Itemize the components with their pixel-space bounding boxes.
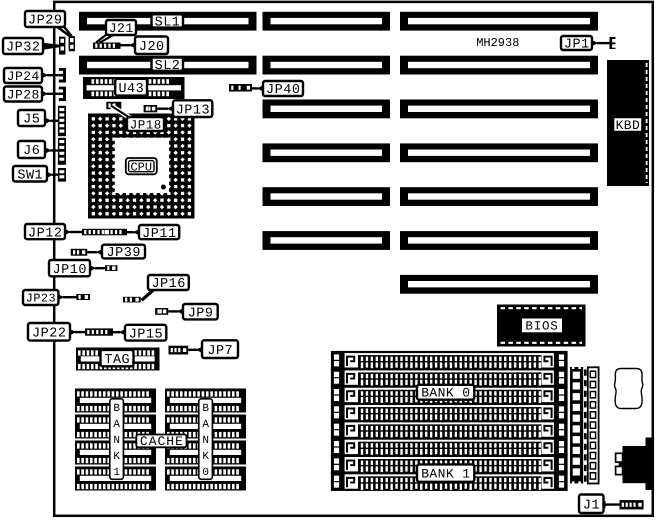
svg-text:TAG: TAG (104, 353, 130, 368)
svg-text:1: 1 (113, 467, 120, 479)
svg-text:A: A (113, 419, 120, 431)
svg-text:B: B (202, 403, 209, 415)
svg-text:JP11: JP11 (142, 227, 176, 242)
svg-text:BANK 0: BANK 0 (421, 386, 470, 401)
svg-text:J5: J5 (23, 113, 40, 128)
svg-text:J20: J20 (139, 40, 165, 55)
svg-text:JP18: JP18 (130, 118, 162, 132)
svg-text:JP28: JP28 (7, 87, 40, 102)
svg-text:K: K (113, 451, 120, 463)
svg-text:SW1: SW1 (17, 168, 43, 183)
svg-text:J6: J6 (23, 144, 40, 159)
svg-text:BIOS: BIOS (525, 320, 558, 334)
svg-text:JP7: JP7 (207, 344, 233, 359)
svg-text:JP32: JP32 (6, 41, 40, 56)
svg-text:JP9: JP9 (188, 306, 214, 321)
svg-text:BANK 1: BANK 1 (421, 467, 470, 482)
svg-text:N: N (113, 435, 120, 447)
svg-text:CACHE: CACHE (140, 434, 184, 449)
svg-text:SL2: SL2 (155, 59, 181, 74)
svg-text:N: N (202, 435, 209, 447)
svg-text:JP29: JP29 (28, 14, 62, 29)
svg-text:J1: J1 (583, 498, 600, 513)
svg-text:KBD: KBD (616, 118, 641, 133)
svg-text:CPU: CPU (130, 160, 152, 174)
svg-text:JP39: JP39 (107, 246, 141, 261)
svg-text:JP23: JP23 (26, 292, 56, 306)
svg-text:JP12: JP12 (28, 226, 62, 241)
svg-text:MH2938: MH2938 (476, 36, 519, 50)
svg-text:0: 0 (202, 467, 209, 479)
svg-text:A: A (202, 419, 209, 431)
svg-text:K: K (202, 451, 209, 463)
svg-text:JP24: JP24 (7, 69, 40, 84)
svg-text:JP1: JP1 (564, 38, 590, 53)
svg-text:JP22: JP22 (32, 326, 66, 341)
svg-text:B: B (113, 403, 120, 415)
svg-text:J21: J21 (109, 21, 134, 36)
svg-text:JP16: JP16 (151, 277, 185, 292)
svg-text:SL1: SL1 (155, 16, 181, 31)
svg-text:U43: U43 (118, 82, 144, 97)
svg-text:JP13: JP13 (176, 103, 210, 118)
svg-text:JP40: JP40 (266, 83, 300, 98)
svg-text:JP15: JP15 (129, 327, 163, 342)
svg-text:JP10: JP10 (53, 263, 87, 278)
